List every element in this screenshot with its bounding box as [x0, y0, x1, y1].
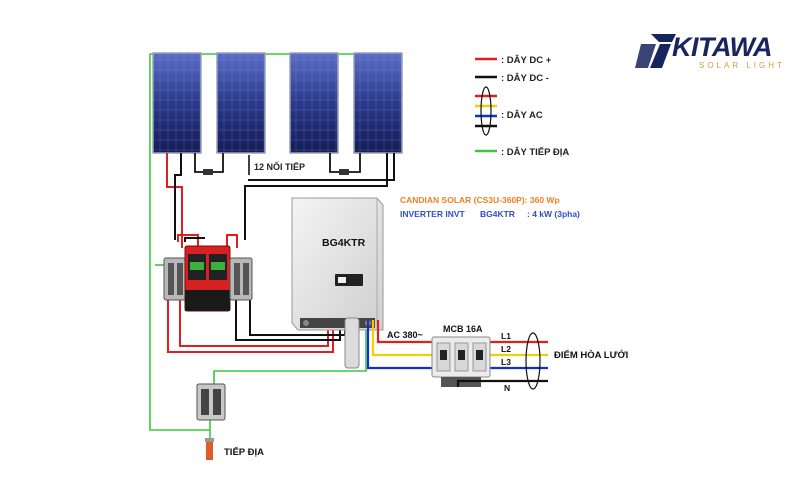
- ac-wiring: [366, 320, 548, 383]
- solar-panel: [353, 52, 403, 154]
- inverter-spec-prefix: INVERTER INVT: [400, 209, 466, 219]
- legend-ac-label: : DÂY AC: [501, 109, 543, 121]
- ground-label: TIẾP ĐỊA: [224, 447, 264, 458]
- inverter: [291, 197, 384, 331]
- brand-name: KITAWA: [672, 32, 772, 62]
- inverter-spec-model: BG4KTR: [480, 209, 515, 219]
- dc-wiring: [166, 153, 395, 353]
- panel-spec: CANDIAN SOLAR (CS3U-360P): 360 Wp: [400, 195, 560, 205]
- grid-connection-label: ĐIỂM HÒA LƯỚI: [554, 349, 628, 361]
- solar-panel: [152, 52, 202, 154]
- line-label-l3: L3: [501, 357, 511, 367]
- legend-dc-neg-label: : DÂY DC -: [501, 72, 549, 84]
- legend: : DÂY DC + : DÂY DC - : DÂY AC : DÂY TIẾ…: [475, 54, 569, 158]
- solar-panel: [216, 52, 266, 154]
- legend-dc-pos-label: : DÂY DC +: [501, 54, 552, 66]
- panel-series-label: 12 NỐI TIẾP: [254, 161, 305, 172]
- inverter-label: BG4KTR: [322, 237, 366, 249]
- dc-fuse-holder: [229, 257, 253, 301]
- dc-fuse-holder: [163, 257, 187, 301]
- brand-logo: KITAWA SOLAR LIGHT: [635, 32, 785, 70]
- panel-series-jumpers: [194, 153, 361, 175]
- inverter-spec-power: : 4 kW (3pha): [527, 209, 580, 219]
- ground-surge-protector: [196, 383, 226, 421]
- kitawa-logo-icon: [635, 34, 676, 68]
- brand-tagline: SOLAR LIGHT: [699, 61, 785, 70]
- mcb-label: MCB 16A: [443, 324, 483, 334]
- legend-ac-symbol: [475, 86, 497, 136]
- solar-panel: [289, 52, 339, 154]
- dc-surge-protector: [184, 245, 231, 312]
- neutral-wire: [456, 379, 498, 387]
- solar-panel-array: [152, 52, 403, 154]
- ac-voltage-label: AC 380~: [387, 330, 423, 340]
- mcb-breaker: [431, 336, 491, 387]
- ac-bundle-mark: [525, 332, 541, 390]
- line-label-n: N: [504, 383, 510, 393]
- line-label-l2: L2: [501, 344, 511, 354]
- ground-rod-icon: [205, 438, 214, 460]
- inverter-ac-cable: [344, 317, 360, 369]
- line-label-l1: L1: [501, 331, 511, 341]
- legend-ground-label: : DÂY TIẾP ĐỊA: [501, 146, 569, 158]
